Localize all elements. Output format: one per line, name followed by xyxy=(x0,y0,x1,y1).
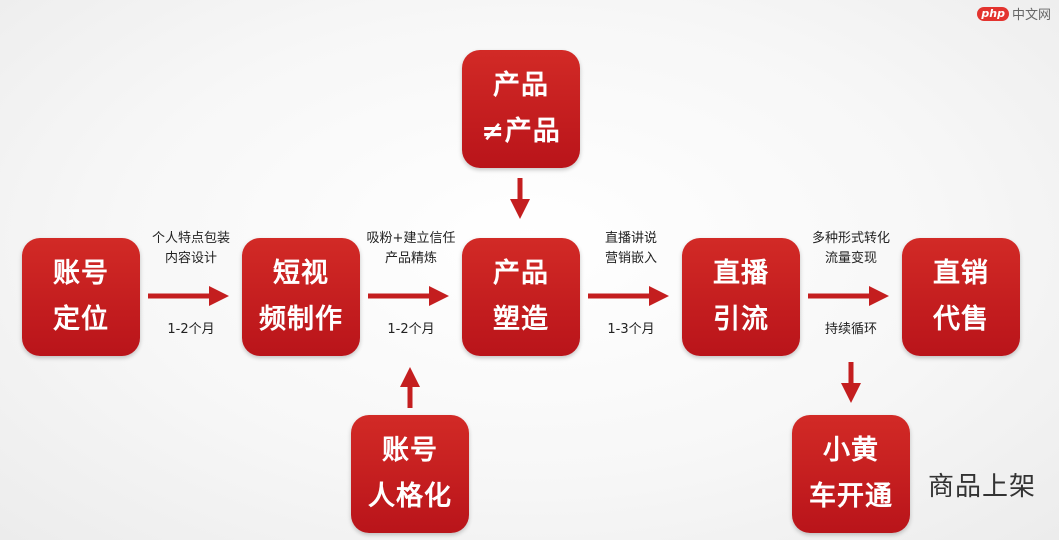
node-line: 直销 xyxy=(933,258,989,289)
node-product-shaping: 产品 塑造 xyxy=(462,238,580,356)
node-direct-sales: 直销 代售 xyxy=(902,238,1020,356)
watermark-text: 中文网 xyxy=(1011,8,1051,23)
node-line: 短视 xyxy=(273,258,329,289)
edge-label-line: 吸粉+建立信任 xyxy=(366,231,456,246)
node-line: 车开通 xyxy=(809,481,893,512)
edge-label-bottom: 1-3个月 xyxy=(607,322,655,337)
edge-label-bottom: 持续循环 xyxy=(824,322,877,337)
node-line: 代售 xyxy=(933,304,989,335)
node-account-positioning: 账号 定位 xyxy=(22,238,140,356)
node-livestream: 直播 引流 xyxy=(682,238,800,356)
node-line: 账号 xyxy=(382,435,438,466)
edge-label-top: 吸粉+建立信任 产品精炼 xyxy=(352,229,470,269)
edge-label-top: 多种形式转化 流量变现 xyxy=(796,229,906,269)
node-line: 塑造 xyxy=(493,304,549,335)
node-line: 定位 xyxy=(53,304,109,335)
node-line: 引流 xyxy=(713,304,769,335)
node-line: 频制作 xyxy=(259,304,343,335)
node-line: 小黄 xyxy=(823,435,879,466)
edge-label-line: 多种形式转化 xyxy=(811,231,890,246)
edge-label-top: 个人特点包装 内容设计 xyxy=(136,229,246,269)
edge-label-line: 产品精炼 xyxy=(384,251,437,266)
node-line: 直播 xyxy=(713,258,769,289)
node-account-persona: 账号 人格化 xyxy=(351,415,469,533)
node-product-not-equal: 产品 ≠产品 xyxy=(462,50,580,168)
php-logo-icon: php xyxy=(977,6,1009,21)
node-cart-activation: 小黄 车开通 xyxy=(792,415,910,533)
edge-label-line: 营销嵌入 xyxy=(604,251,657,266)
edge-label-line: 个人特点包装 xyxy=(151,231,230,246)
edge-label-line: 直播讲说 xyxy=(604,231,657,246)
node-line: 产品 xyxy=(493,258,549,289)
node-line: 账号 xyxy=(53,258,109,289)
node-line: ≠产品 xyxy=(481,116,561,147)
edge-label-line: 内容设计 xyxy=(164,251,217,266)
node-short-video: 短视 频制作 xyxy=(242,238,360,356)
edge-label-bottom: 1-2个月 xyxy=(387,322,435,337)
watermark: php 中文网 xyxy=(977,4,1051,23)
side-label-listing: 商品上架 xyxy=(928,472,1037,502)
edge-label-line: 流量变现 xyxy=(824,251,877,266)
node-line: 产品 xyxy=(493,70,549,101)
edge-label-bottom: 1-2个月 xyxy=(167,322,215,337)
node-line: 人格化 xyxy=(368,481,452,512)
edge-label-top: 直播讲说 营销嵌入 xyxy=(576,229,686,269)
